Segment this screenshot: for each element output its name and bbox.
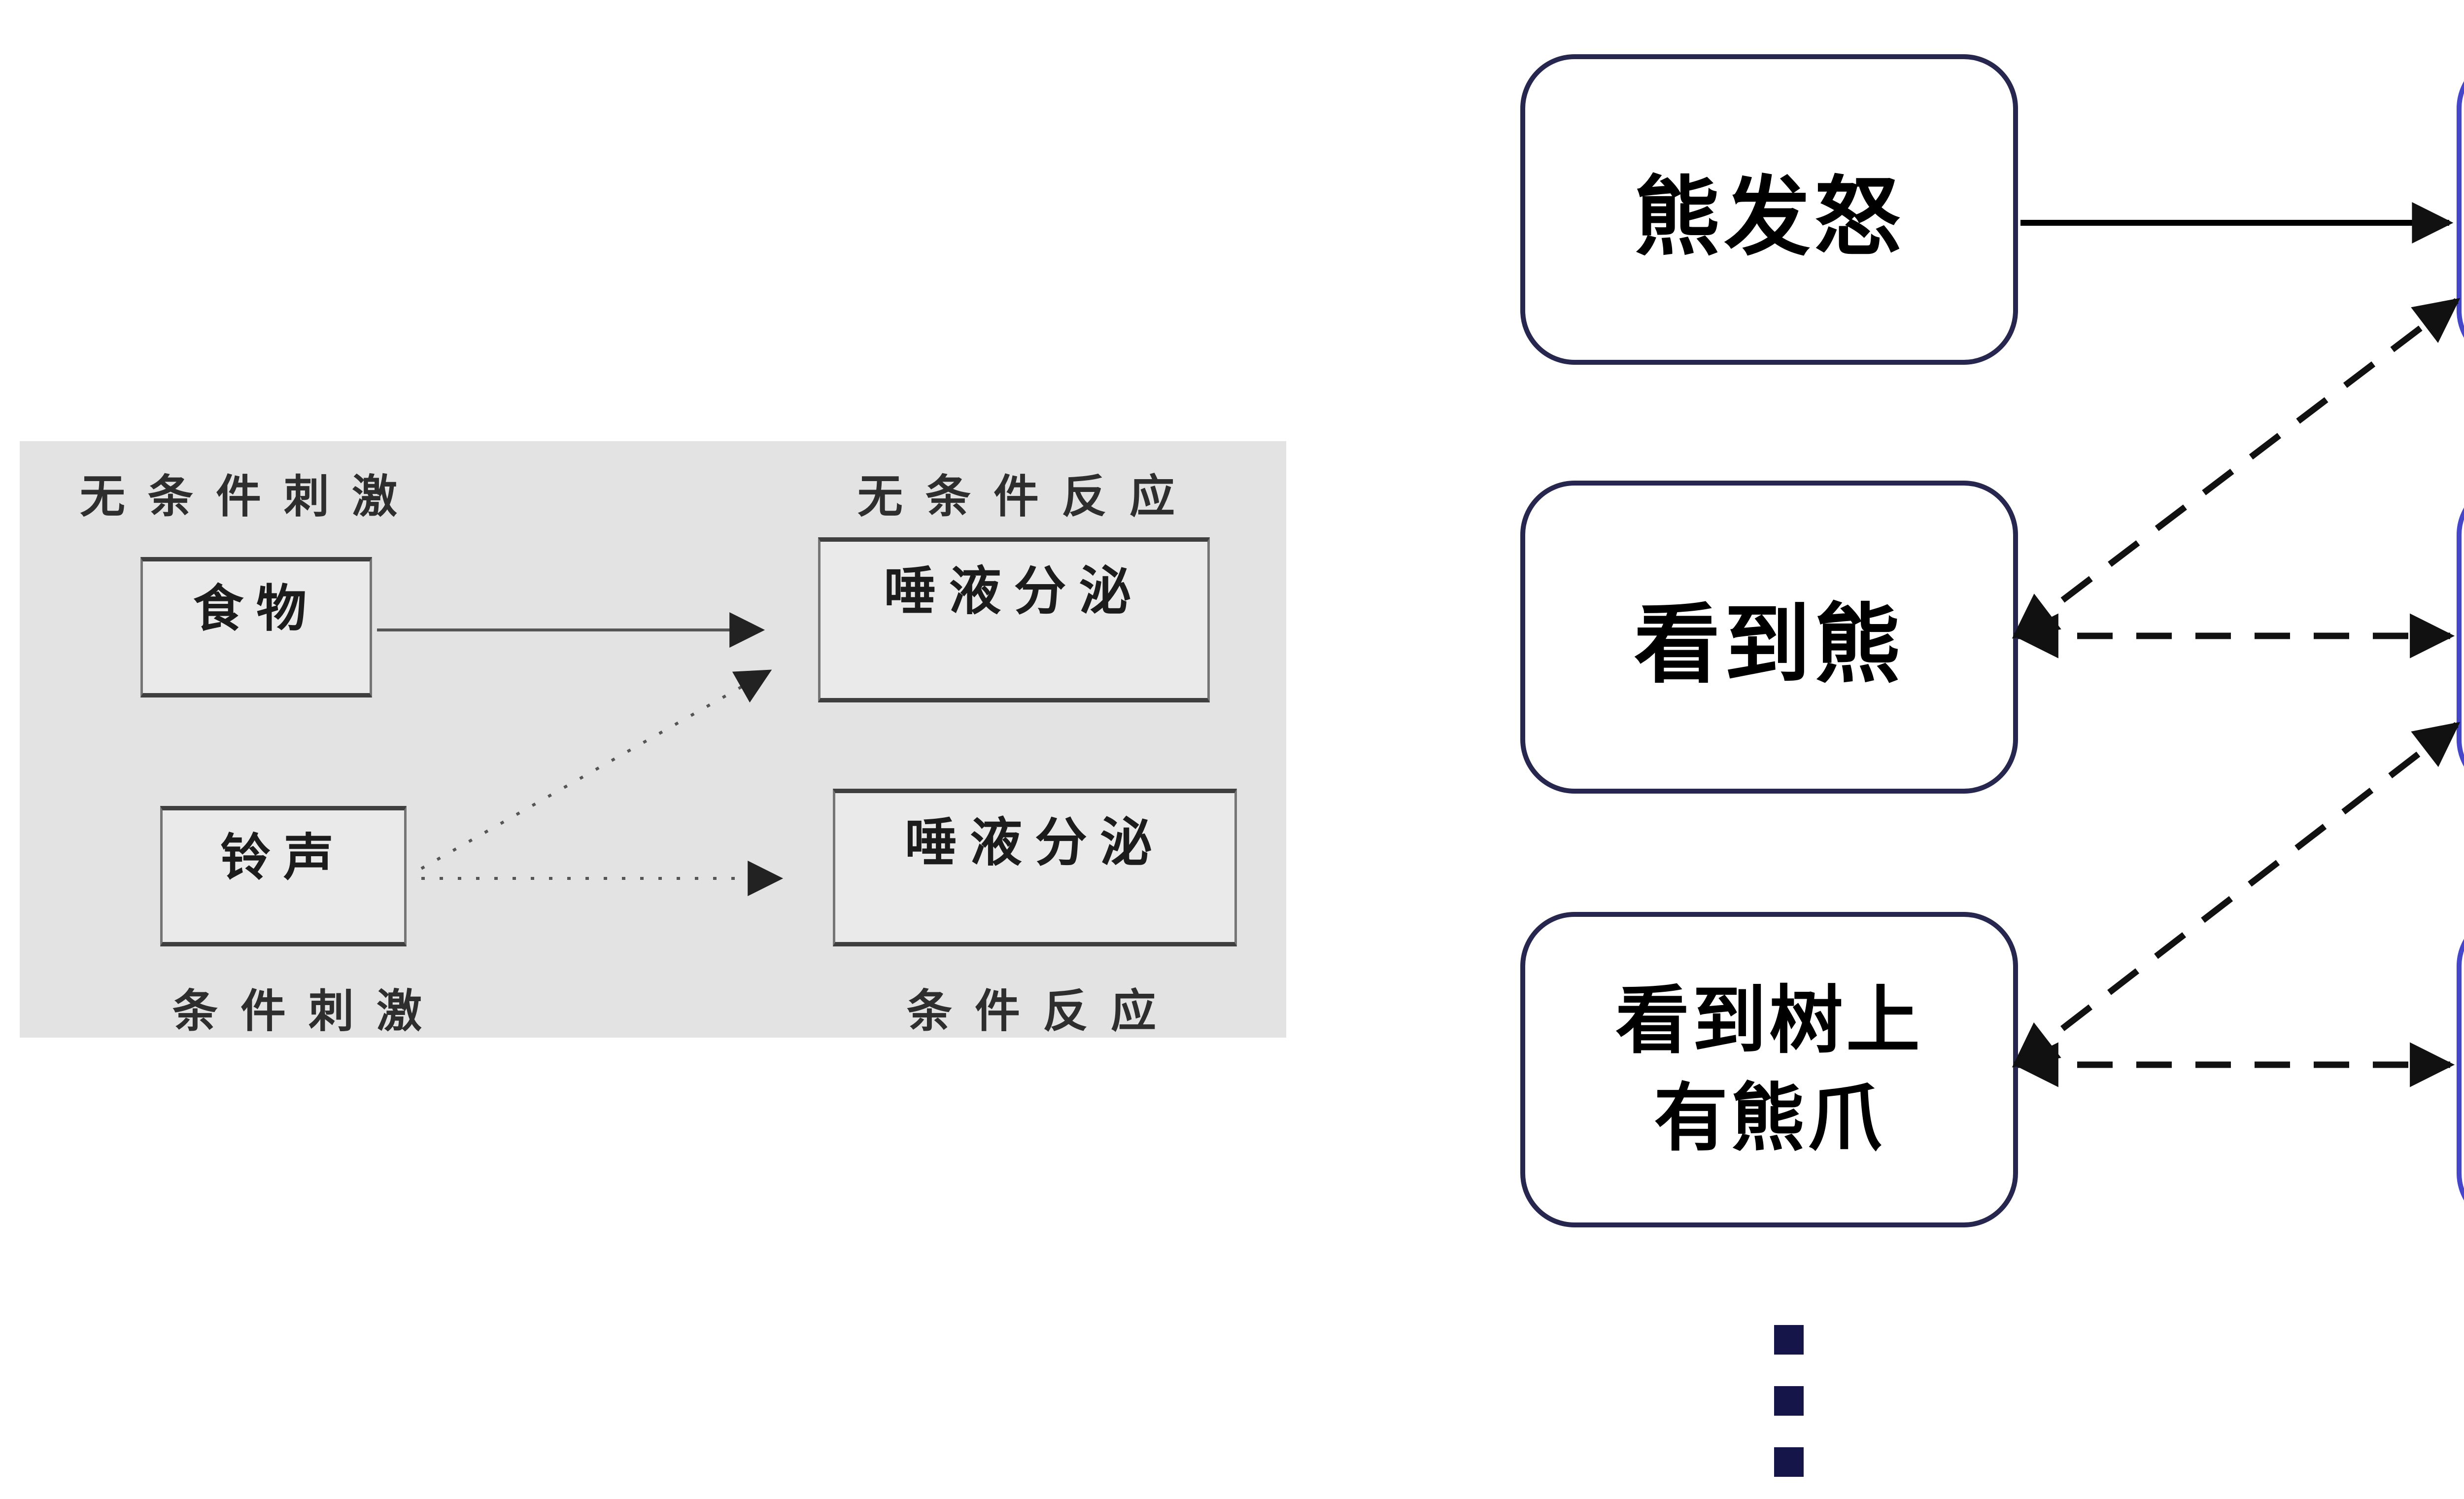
box-salivation-unconditioned: 唾液分泌 — [818, 537, 1210, 702]
node-reward: 奖励 — [2457, 54, 2464, 365]
node-bear-rage: 熊发怒 — [1520, 54, 2018, 365]
ellipsis-dot-left-2 — [1774, 1386, 1804, 1416]
node-value-next-state: V(s′) — [2457, 481, 2464, 794]
label-unconditioned-stimulus: 无条件刺激 — [80, 470, 420, 523]
label-unconditioned-response: 无条件反应 — [857, 470, 1198, 523]
box-salivation-conditioned: 唾液分泌 — [833, 789, 1237, 946]
node-see-bear: 看到熊 — [1520, 481, 2018, 794]
label-conditioned-response: 条件反应 — [907, 985, 1179, 1038]
node-value-state: V(s) — [2457, 912, 2464, 1227]
ellipsis-dot-left-3 — [1774, 1447, 1804, 1477]
box-food: 食物 — [140, 557, 372, 697]
dashed-arrow-see-bear-to-reward — [2012, 298, 2461, 639]
label-conditioned-stimulus: 条件刺激 — [172, 985, 445, 1038]
ellipsis-dot-left-1 — [1774, 1325, 1804, 1355]
dashed-arrow-see-claw-to-value-next — [2012, 722, 2461, 1068]
see-claw-line2: 有熊爪 — [1653, 1076, 1884, 1161]
node-see-claw: 看到树上 有熊爪 — [1520, 912, 2018, 1227]
see-claw-line1: 看到树上 — [1615, 978, 1923, 1064]
classical-conditioning-panel: 无条件刺激 无条件反应 条件刺激 条件反应 食物 唾液分泌 铃声 唾液分泌 — [20, 441, 1286, 1038]
box-bell: 铃声 — [160, 806, 407, 946]
